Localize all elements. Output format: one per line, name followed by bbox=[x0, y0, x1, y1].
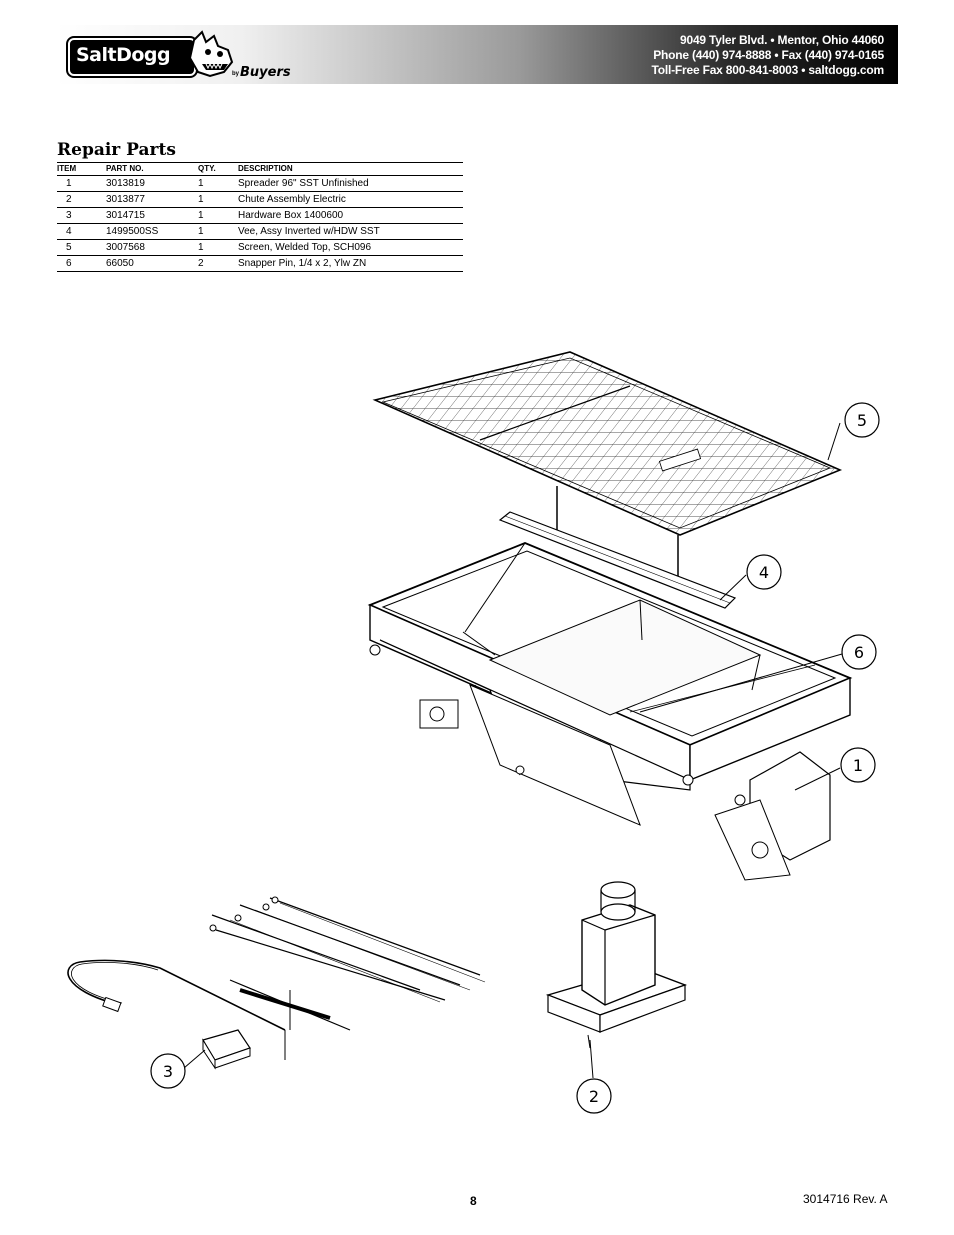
col-description: DESCRIPTION bbox=[238, 162, 463, 176]
contact-info: 9049 Tyler Blvd. • Mentor, Ohio 44060 Ph… bbox=[651, 33, 884, 78]
cell-qty: 1 bbox=[198, 223, 238, 240]
table-row: 5 3007568 1 Screen, Welded Top, SCH096 bbox=[57, 239, 463, 256]
saltdogg-logo: SaltDogg bbox=[68, 38, 196, 76]
cell-desc: Spreader 96" SST Unfinished bbox=[238, 175, 463, 192]
table-row: 3 3014715 1 Hardware Box 1400600 bbox=[57, 207, 463, 224]
table-row: 2 3013877 1 Chute Assembly Electric bbox=[57, 191, 463, 208]
page-header: SaltDogg by Buyers 9049 Tyler Blvd. • Me… bbox=[56, 25, 898, 84]
cell-qty: 1 bbox=[198, 239, 238, 256]
cell-part: 1499500SS bbox=[106, 223, 198, 240]
dog-mascot-icon bbox=[188, 30, 234, 78]
callout-4: 4 bbox=[719, 554, 782, 601]
phone-line: Phone (440) 974-8888 • Fax (440) 974-016… bbox=[653, 48, 884, 62]
hardware-box-and-harness bbox=[67, 896, 486, 1070]
callout-2: 2 bbox=[576, 1039, 612, 1114]
cell-item: 3 bbox=[57, 207, 106, 224]
tollfree-line: Toll-Free Fax 800-841-8003 • saltdogg.co… bbox=[651, 63, 884, 77]
callout-1-label: 1 bbox=[853, 756, 863, 775]
cell-qty: 2 bbox=[198, 255, 238, 272]
callout-1: 1 bbox=[794, 747, 876, 791]
section-title: Repair Parts bbox=[57, 140, 176, 160]
table-header-row: ITEM PART NO. QTY. DESCRIPTION bbox=[57, 162, 463, 176]
cell-part: 3013819 bbox=[106, 175, 198, 192]
cell-qty: 1 bbox=[198, 207, 238, 224]
col-item: ITEM bbox=[57, 162, 106, 176]
cell-item: 2 bbox=[57, 191, 106, 208]
logo-buyers: Buyers bbox=[240, 65, 291, 80]
callout-3-label: 3 bbox=[163, 1062, 173, 1081]
screen-welded-top bbox=[372, 351, 843, 585]
inverted-vee bbox=[498, 511, 737, 609]
col-part-no: PART NO. bbox=[106, 162, 198, 176]
cell-item: 5 bbox=[57, 239, 106, 256]
cell-desc: Snapper Pin, 1/4 x 2, Ylw ZN bbox=[238, 255, 463, 272]
table-row: 6 66050 2 Snapper Pin, 1/4 x 2, Ylw ZN bbox=[57, 255, 463, 272]
callouts: 5 4 6 1 2 3 bbox=[150, 402, 880, 1114]
cell-desc: Chute Assembly Electric bbox=[238, 191, 463, 208]
cell-desc: Screen, Welded Top, SCH096 bbox=[238, 239, 463, 256]
cell-item: 6 bbox=[57, 255, 106, 272]
chute-assembly bbox=[545, 881, 688, 1049]
cell-part: 3014715 bbox=[106, 207, 198, 224]
cell-qty: 1 bbox=[198, 175, 238, 192]
table-row: 4 1499500SS 1 Vee, Assy Inverted w/HDW S… bbox=[57, 223, 463, 240]
callout-5: 5 bbox=[827, 402, 880, 461]
cell-part: 66050 bbox=[106, 255, 198, 272]
cell-qty: 1 bbox=[198, 191, 238, 208]
callout-2-label: 2 bbox=[589, 1087, 599, 1106]
repair-parts-table: ITEM PART NO. QTY. DESCRIPTION 1 3013819… bbox=[57, 162, 463, 272]
callout-3: 3 bbox=[150, 1049, 206, 1089]
callout-6-label: 6 bbox=[854, 643, 864, 662]
logo-text: SaltDogg bbox=[76, 44, 171, 66]
spreader-body bbox=[367, 542, 853, 881]
logo-by: by bbox=[232, 71, 240, 77]
cell-part: 3013877 bbox=[106, 191, 198, 208]
callout-6: 6 bbox=[639, 634, 877, 713]
cell-desc: Hardware Box 1400600 bbox=[238, 207, 463, 224]
address-line: 9049 Tyler Blvd. • Mentor, Ohio 44060 bbox=[680, 33, 884, 47]
callout-4-label: 4 bbox=[759, 563, 769, 582]
callout-5-label: 5 bbox=[857, 411, 867, 430]
cell-item: 4 bbox=[57, 223, 106, 240]
table-row: 1 3013819 1 Spreader 96" SST Unfinished bbox=[57, 175, 463, 192]
cell-item: 1 bbox=[57, 175, 106, 192]
col-qty: QTY. bbox=[198, 162, 238, 176]
document-code: 3014716 Rev. A bbox=[803, 1192, 888, 1206]
cell-part: 3007568 bbox=[106, 239, 198, 256]
cell-desc: Vee, Assy Inverted w/HDW SST bbox=[238, 223, 463, 240]
page-number: 8 bbox=[470, 1194, 477, 1208]
